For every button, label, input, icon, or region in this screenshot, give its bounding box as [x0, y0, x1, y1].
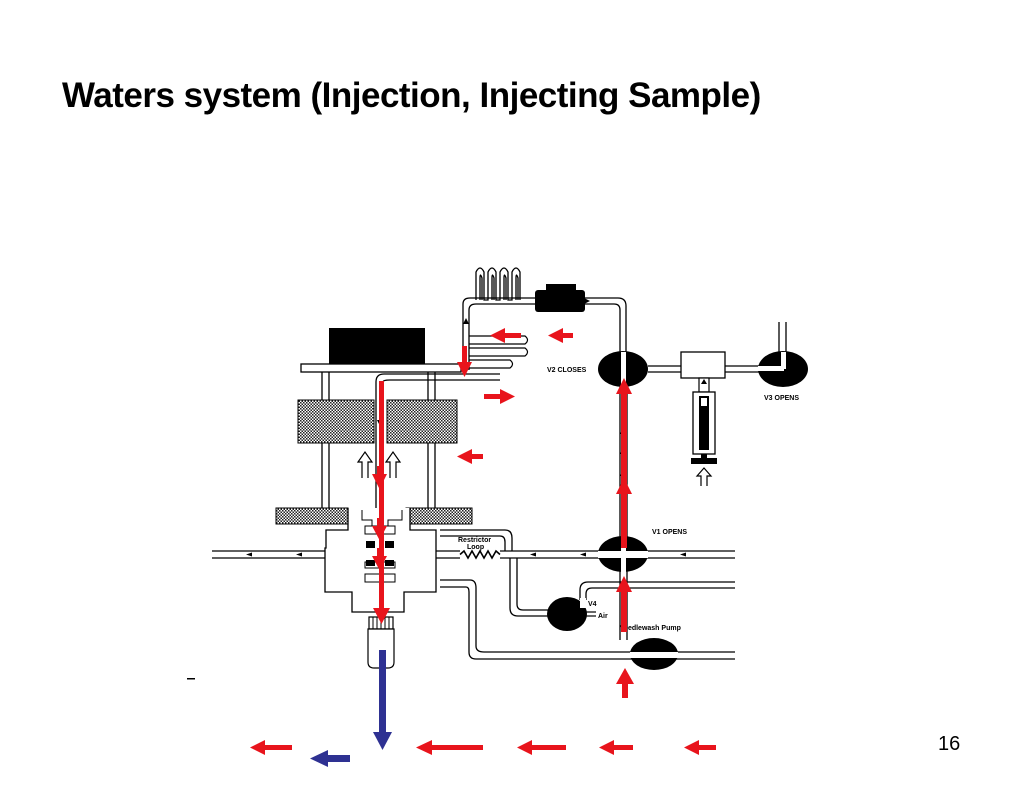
v2-label: V2 CLOSES	[547, 367, 587, 374]
pressure-transducer	[535, 284, 585, 312]
red-arrow-left-icon	[599, 740, 633, 755]
injector-head	[275, 328, 473, 613]
air-label: Air	[598, 613, 608, 620]
valve-v4: V4 Air	[547, 597, 608, 631]
sample-coil	[475, 267, 521, 301]
red-arrow-down-icon	[457, 346, 472, 377]
red-arrow-up-icon	[616, 478, 632, 548]
blue-arrow-down-icon	[373, 650, 392, 750]
v1-label: V1 OPENS	[652, 529, 687, 536]
restrictor-loop-label: Loop	[467, 544, 484, 551]
restrictor-loop: Restrictor Loop	[458, 537, 501, 560]
sample-flow-arrows	[310, 650, 392, 767]
red-arrow-left-icon	[490, 328, 521, 343]
red-arrow-up-icon	[616, 378, 632, 540]
red-arrow-down-icon	[373, 381, 390, 624]
loop-coil	[469, 335, 529, 369]
valve-v1: V1 OPENS	[598, 529, 687, 572]
needlewash-pump: Needlewash Pump	[619, 625, 681, 670]
v3-label: V3 OPENS	[764, 395, 799, 402]
flow-direction-ticks	[246, 552, 686, 557]
red-arrow-left-icon	[457, 449, 483, 464]
red-arrow-left-icon	[684, 740, 716, 755]
tubing-direction-marks	[377, 298, 626, 476]
red-arrow-left-icon	[250, 740, 292, 755]
restrictor-label: Restrictor	[458, 537, 491, 544]
red-arrow-up-icon	[616, 668, 634, 698]
lift-arrows-icon	[356, 450, 402, 478]
solvent-flow-arrows	[250, 328, 716, 755]
red-arrow-right-icon	[484, 389, 515, 404]
valve-v2: V2 CLOSES	[547, 351, 648, 387]
valve-v3: V3 OPENS	[758, 351, 808, 402]
page-number: 16	[938, 733, 961, 755]
red-arrow-up-icon	[616, 576, 632, 632]
blue-arrow-left-icon	[310, 750, 350, 767]
v4-label: V4	[588, 601, 597, 608]
stray-mark	[187, 678, 195, 680]
slide-title: Waters system (Injection, Injecting Samp…	[62, 76, 761, 115]
red-arrow-left-icon	[517, 740, 566, 755]
red-arrow-left-icon	[416, 740, 483, 755]
syringe-assembly	[680, 351, 726, 486]
red-arrow-left-icon	[548, 328, 573, 343]
needlewash-label: Needlewash Pump	[619, 625, 681, 632]
